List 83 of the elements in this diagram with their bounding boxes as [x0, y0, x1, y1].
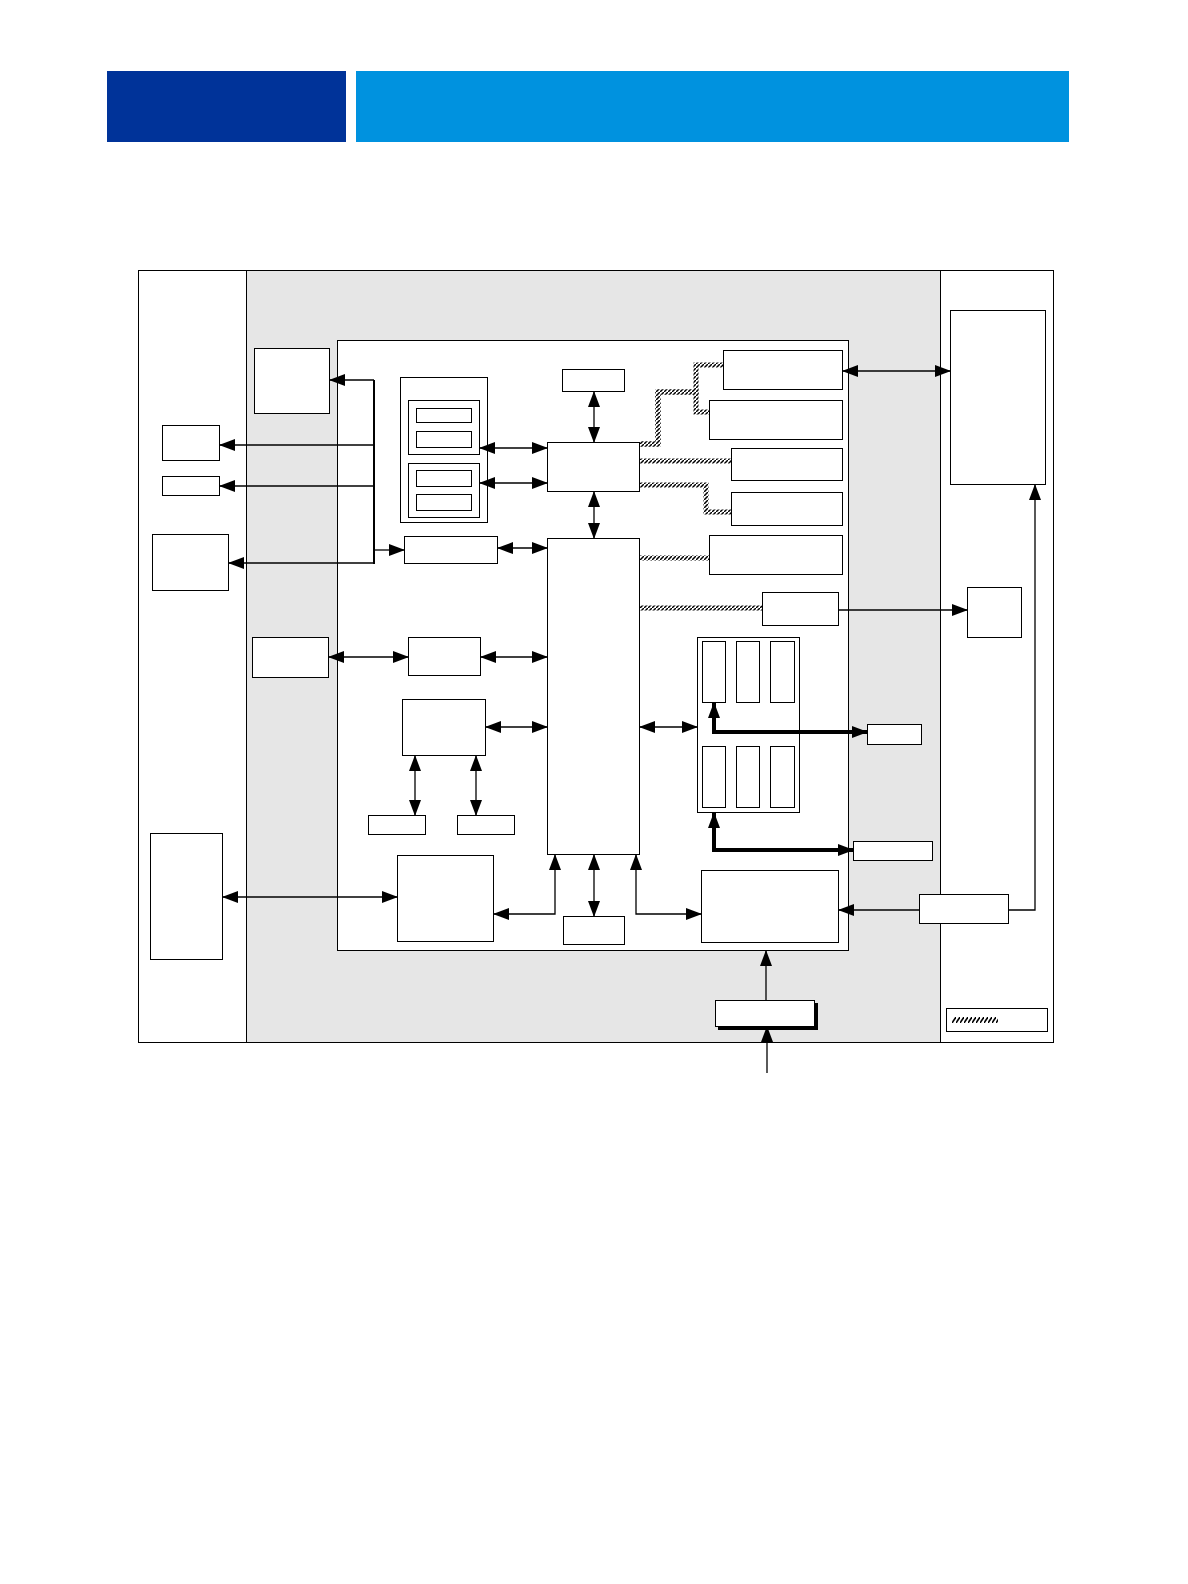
block-box — [702, 746, 726, 808]
block-box — [702, 641, 726, 703]
header-bar — [107, 71, 346, 142]
block-box — [402, 699, 486, 756]
module-group — [400, 377, 488, 523]
arrow — [708, 812, 854, 856]
block-box — [152, 534, 229, 591]
arrow — [470, 755, 482, 816]
side-panel — [940, 270, 1054, 1043]
arrow — [485, 721, 548, 733]
block-box — [562, 369, 625, 392]
block-box — [950, 310, 1046, 485]
block-box — [736, 641, 760, 703]
block-box — [709, 535, 843, 575]
block-box — [457, 815, 515, 835]
block-box — [416, 408, 472, 423]
connector-line — [640, 555, 709, 561]
arrow — [222, 891, 398, 903]
block-box — [701, 870, 839, 943]
block-box — [416, 494, 472, 511]
block-box — [709, 400, 843, 440]
block-box — [162, 476, 220, 496]
arrow — [630, 854, 702, 920]
block-box — [252, 637, 329, 678]
block-box — [770, 641, 795, 703]
arrow — [838, 904, 920, 916]
slot-group — [697, 637, 800, 813]
arrow — [838, 604, 968, 616]
block-box — [408, 637, 481, 676]
block-box — [967, 587, 1022, 638]
block-box — [547, 442, 640, 492]
block-box — [731, 492, 843, 526]
block-box — [254, 348, 330, 414]
legend-box — [946, 1008, 1048, 1032]
block-box — [416, 431, 472, 448]
block-box — [919, 894, 1009, 924]
block-box — [547, 538, 640, 855]
arrow — [588, 391, 600, 443]
arrow — [497, 542, 548, 554]
block-box — [404, 536, 498, 564]
input-box — [715, 1000, 815, 1027]
block-box — [563, 916, 625, 945]
block-box — [397, 855, 494, 942]
arrow — [493, 854, 561, 920]
block-box — [762, 592, 839, 626]
arrow — [588, 491, 600, 539]
arrow — [760, 950, 772, 1001]
connector-line — [640, 605, 762, 611]
arrow — [639, 721, 698, 733]
arrow — [842, 365, 951, 377]
arrow — [1008, 484, 1041, 911]
center-panel — [246, 270, 941, 1043]
side-panel — [138, 270, 247, 1043]
arrow — [219, 439, 375, 451]
block-box — [770, 746, 795, 808]
block-box — [853, 841, 933, 861]
connector-line — [640, 482, 731, 515]
arrow — [708, 702, 868, 738]
board-frame — [337, 340, 849, 951]
arrow — [479, 477, 548, 489]
block-box — [731, 448, 843, 481]
arrow — [228, 557, 375, 569]
block-box — [736, 746, 760, 808]
block-box — [723, 350, 843, 390]
arrow — [588, 854, 600, 917]
module-pair — [408, 400, 480, 455]
arrow — [480, 651, 548, 663]
connector-line — [640, 458, 731, 464]
bus-line — [373, 380, 375, 564]
arrow — [329, 374, 375, 386]
arrow — [409, 755, 421, 816]
arrow — [373, 544, 405, 556]
arrow — [219, 480, 375, 492]
header-bar — [356, 71, 1069, 142]
arrow — [479, 442, 548, 454]
connector-line — [640, 389, 709, 447]
block-box — [150, 833, 223, 960]
block-box — [416, 470, 472, 487]
block-box — [162, 425, 220, 461]
module-pair — [408, 463, 480, 518]
block-box — [867, 724, 922, 745]
arrow — [328, 651, 409, 663]
block-box — [368, 815, 426, 835]
